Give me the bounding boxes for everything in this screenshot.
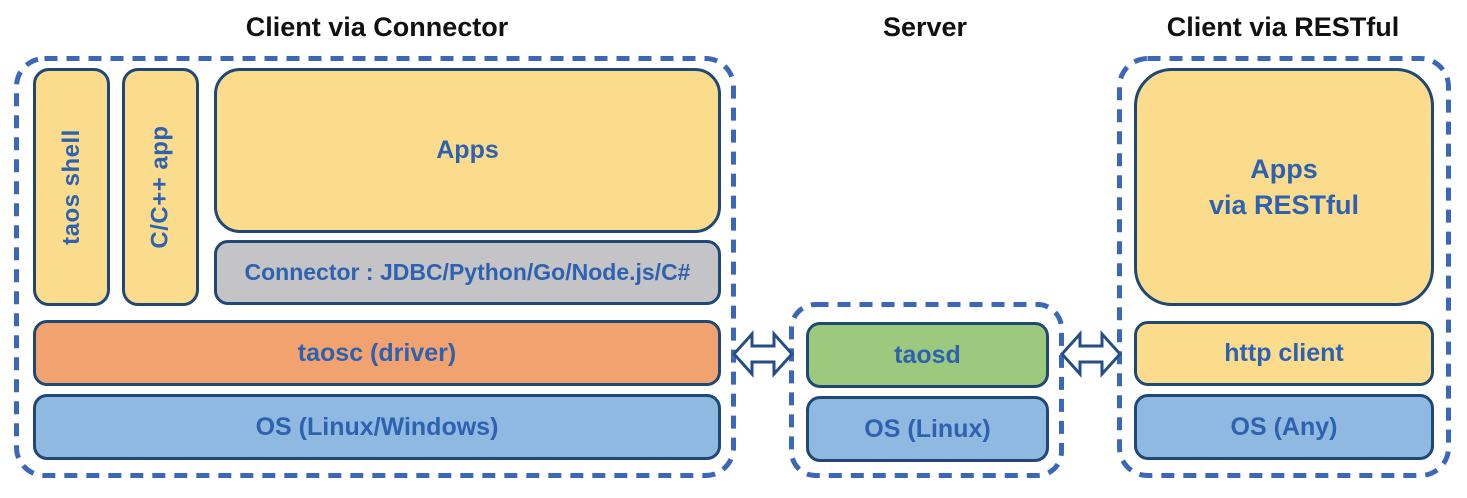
taos-shell-label: taos shell [57, 129, 85, 245]
apps-box: Apps [214, 68, 721, 233]
taos-shell-box: taos shell [33, 68, 110, 306]
os-any-box: OS (Any) [1134, 394, 1434, 460]
connector-box: Connector : JDBC/Python/Go/Node.js/C# [214, 240, 721, 305]
apps-via-restful-line2: via RESTful [1208, 190, 1360, 220]
arrow-client-server-icon [731, 330, 795, 378]
taosd-label: taosd [894, 340, 961, 369]
taosc-driver-label: taosc (driver) [297, 338, 457, 367]
taosc-driver-box: taosc (driver) [33, 320, 721, 386]
cpp-app-box: C/C++ app [122, 68, 199, 306]
connector-label: Connector : JDBC/Python/Go/Node.js/C# [244, 259, 691, 285]
http-client-box: http client [1134, 321, 1434, 386]
apps-label: Apps [436, 136, 499, 164]
cpp-app-label: C/C++ app [146, 125, 174, 249]
title-client-via-connector: Client via Connector [245, 12, 509, 42]
double-arrow-icon [1059, 330, 1123, 378]
title-client-via-restful: Client via RESTful [1166, 12, 1400, 42]
arrow-server-restful-icon [1059, 330, 1123, 378]
http-client-label: http client [1224, 339, 1344, 367]
taosd-box: taosd [806, 322, 1049, 388]
title-server: Server [882, 12, 968, 42]
os-linux-box: OS (Linux) [806, 396, 1049, 462]
double-arrow-icon [731, 330, 795, 378]
os-linux-windows-label: OS (Linux/Windows) [255, 412, 499, 441]
apps-via-restful-box: Apps via RESTful [1134, 68, 1434, 306]
os-linux-windows-box: OS (Linux/Windows) [33, 394, 721, 460]
os-linux-label: OS (Linux) [864, 414, 991, 443]
os-any-label: OS (Any) [1230, 412, 1338, 441]
apps-via-restful-line1: Apps [1250, 154, 1318, 184]
apps-via-restful-label: Apps via RESTful [1209, 151, 1359, 223]
